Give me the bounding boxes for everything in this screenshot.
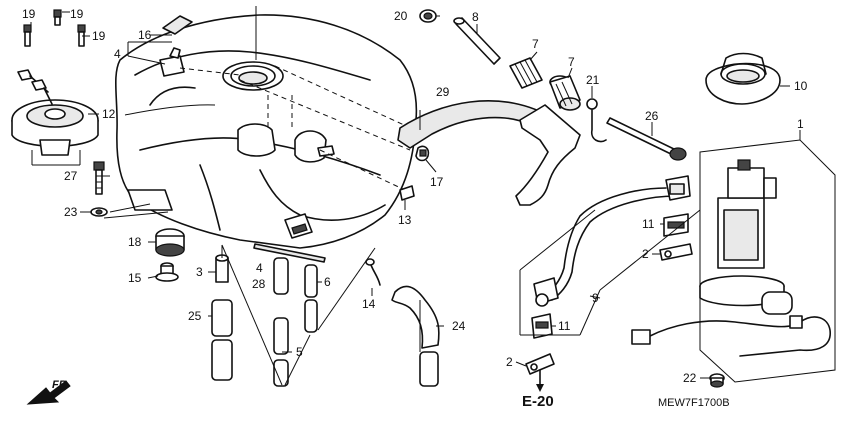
label-9: 9 bbox=[592, 291, 599, 305]
label-23: 23 bbox=[64, 205, 78, 219]
label-21: 21 bbox=[586, 73, 600, 87]
label-11a: 11 bbox=[642, 217, 655, 231]
label-18: 18 bbox=[128, 235, 142, 249]
clamp-2b bbox=[525, 353, 555, 375]
label-16: 16 bbox=[138, 28, 152, 42]
label-4a: 4 bbox=[114, 47, 121, 61]
fuel-hose-9 bbox=[533, 175, 691, 307]
filter-7b bbox=[549, 75, 581, 111]
bolt-group-19 bbox=[23, 9, 86, 47]
clip-17 bbox=[415, 145, 430, 162]
label-28: 28 bbox=[252, 277, 266, 291]
label-19a: 19 bbox=[22, 7, 36, 21]
reference-e20: E-20 bbox=[522, 393, 554, 410]
label-14: 14 bbox=[362, 297, 376, 311]
label-2b: 2 bbox=[506, 355, 513, 369]
bolt-27 bbox=[93, 161, 105, 195]
label-1: 1 bbox=[797, 117, 804, 131]
label-2a: 2 bbox=[642, 247, 649, 261]
label-15: 15 bbox=[128, 271, 142, 285]
fuel-tank bbox=[114, 14, 418, 249]
clip-13 bbox=[399, 185, 415, 201]
clip-11a bbox=[663, 213, 689, 237]
collar-23 bbox=[90, 207, 108, 217]
label-7a: 7 bbox=[532, 37, 539, 51]
label-25: 25 bbox=[188, 309, 202, 323]
label-5: 5 bbox=[296, 345, 303, 359]
label-17: 17 bbox=[430, 175, 444, 189]
drawing-code: MEW7F1700B bbox=[658, 397, 730, 409]
label-11b: 11 bbox=[558, 319, 571, 333]
gasket-16-shape bbox=[162, 15, 193, 35]
collar-15 bbox=[155, 262, 179, 282]
label-20: 20 bbox=[394, 9, 408, 23]
rubber-mount-18 bbox=[155, 228, 185, 257]
label-13: 13 bbox=[398, 213, 412, 227]
label-8: 8 bbox=[472, 10, 479, 24]
part-labels: 19 19 19 16 4 12 27 23 18 15 3 25 4 28 6… bbox=[22, 7, 808, 410]
label-27: 27 bbox=[64, 169, 78, 183]
label-19c: 19 bbox=[92, 29, 106, 43]
fuel-pump-1 bbox=[631, 139, 836, 383]
clip-21 bbox=[586, 98, 607, 143]
bolt-26 bbox=[606, 117, 687, 161]
label-10: 10 bbox=[794, 79, 808, 93]
clip-11b bbox=[531, 313, 553, 339]
fuel-cap-12 bbox=[11, 69, 99, 156]
leader-lines bbox=[30, 11, 801, 379]
label-4b: 4 bbox=[256, 261, 263, 275]
label-3: 3 bbox=[196, 265, 203, 279]
filter-7a bbox=[509, 57, 543, 89]
label-12: 12 bbox=[102, 107, 116, 121]
lock-ring-10 bbox=[705, 52, 781, 105]
hose-24 bbox=[391, 285, 440, 387]
tube-group bbox=[211, 243, 326, 387]
hose-14 bbox=[365, 258, 381, 286]
label-19b: 19 bbox=[70, 7, 84, 21]
cap-20 bbox=[419, 9, 437, 23]
label-24: 24 bbox=[452, 319, 466, 333]
cover-29 bbox=[397, 99, 581, 206]
label-29: 29 bbox=[436, 85, 450, 99]
label-26: 26 bbox=[645, 109, 659, 123]
label-7b: 7 bbox=[568, 55, 575, 69]
label-22: 22 bbox=[683, 371, 697, 385]
label-6: 6 bbox=[324, 275, 331, 289]
front-direction-arrow bbox=[26, 380, 71, 405]
pipe-8 bbox=[453, 17, 501, 65]
front-direction-label: FR. bbox=[52, 379, 70, 391]
clamp-2a bbox=[659, 243, 693, 261]
grommet-22 bbox=[709, 373, 725, 388]
